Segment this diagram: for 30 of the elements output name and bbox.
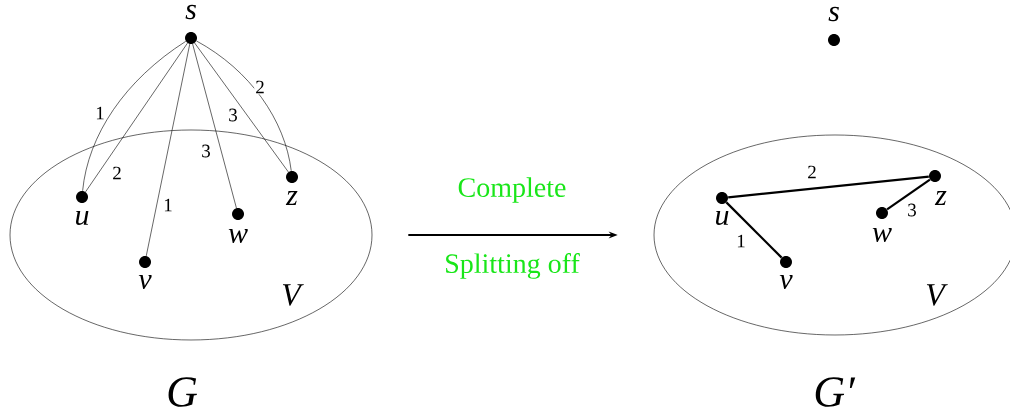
vertex-label: u xyxy=(716,210,729,226)
vertex-label: v xyxy=(779,274,793,290)
edge-label: 1 xyxy=(94,105,106,121)
vertex-label: w xyxy=(228,228,248,244)
edge-label: Complete xyxy=(456,176,568,204)
vertex-label: z xyxy=(285,191,298,205)
set-label: V xyxy=(926,284,948,306)
edge-label: 2 xyxy=(254,79,266,95)
graph-edge xyxy=(192,43,237,209)
set-label: V xyxy=(282,284,304,306)
graph-name: G′ xyxy=(815,377,856,407)
graph-edge xyxy=(886,178,931,211)
vertex-label: s xyxy=(828,6,839,22)
graph-edge xyxy=(728,175,929,199)
vertex-label: s xyxy=(185,4,196,20)
edge-label: 2 xyxy=(806,164,818,180)
edge-label: 1 xyxy=(735,233,747,249)
edge-label: 3 xyxy=(227,107,239,123)
graph-name: G xyxy=(168,377,197,407)
graph-edge xyxy=(725,201,783,259)
graph-edge xyxy=(145,43,191,257)
edge-label: 1 xyxy=(162,197,174,213)
edge-label: 3 xyxy=(906,202,918,218)
vertex-label: z xyxy=(934,191,947,205)
edge-label: 2 xyxy=(111,165,123,181)
vertex-label: v xyxy=(138,274,152,290)
edge-label: 3 xyxy=(200,143,212,159)
vertex-label: w xyxy=(872,227,892,243)
arrow-caption: Splitting off xyxy=(446,253,580,279)
vertex-label: u xyxy=(76,210,89,226)
